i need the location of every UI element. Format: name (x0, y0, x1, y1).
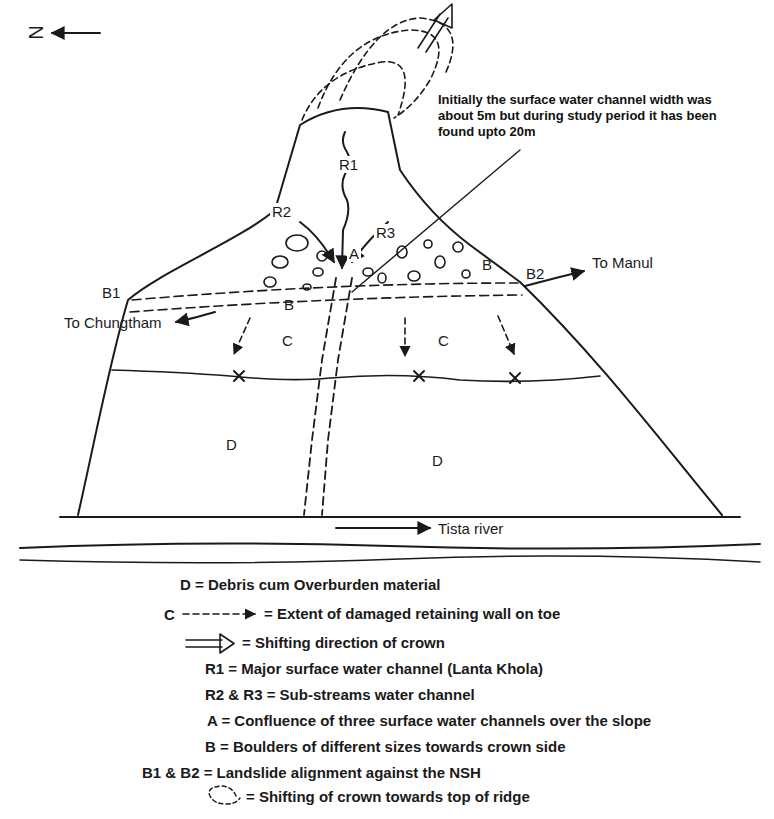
crown-direction-arrow (418, 4, 452, 52)
crown-shift (302, 62, 405, 120)
legend-sample-crown-curve (209, 786, 240, 804)
map-label: B1 (100, 284, 122, 301)
north-arrow (52, 32, 100, 34)
legend-entry: R2 & R3 = Sub-streams water channel (205, 686, 475, 704)
legend-entry: = Shifting direction of crown (242, 634, 445, 652)
nsh-alignment (132, 283, 518, 300)
x-marks (234, 371, 520, 383)
map-label: C (436, 332, 451, 349)
map-label: A (347, 245, 361, 262)
legend-entry: = Extent of damaged retaining wall on to… (264, 605, 560, 623)
map-label: C (280, 332, 295, 349)
river-bank (20, 543, 760, 548)
map-label: B2 (524, 265, 546, 282)
legend-entry: R1 = Major surface water channel (Lanta … (205, 660, 543, 678)
damage-arrow (234, 318, 250, 354)
legend-entry: D = Debris cum Overburden material (180, 576, 441, 594)
map-label: B (480, 256, 494, 273)
map-label: D (430, 452, 445, 469)
legend-entry: A = Confluence of three surface water ch… (207, 712, 651, 730)
channel-edge (304, 278, 336, 515)
map-label: D (224, 436, 239, 453)
legend-entry: B = Boulders of different sizes towards … (205, 738, 566, 756)
legend-entry: = Shifting of crown towards top of ridge (246, 788, 530, 806)
river-bank (20, 556, 760, 563)
map-label: Tista river (436, 520, 505, 537)
crown-shift (340, 18, 453, 100)
boulders (264, 235, 470, 290)
map-label: R2 (270, 203, 293, 220)
map-label: B (282, 296, 296, 313)
map-label: To Chungtham (62, 314, 164, 331)
legend-sample-hollow-arrow (186, 634, 234, 653)
damage-arrow (498, 316, 514, 354)
stream-r2 (300, 222, 334, 262)
damage-arrow (404, 318, 406, 356)
legend-entry: B1 & B2 = Landslide alignment against th… (142, 764, 481, 782)
map-label: To Manul (590, 254, 655, 271)
slope-outline (78, 108, 722, 515)
retaining-wall-line (112, 370, 600, 381)
map-label: C (164, 606, 175, 624)
river-flow-arrow (336, 527, 430, 529)
map-label: R3 (374, 224, 397, 241)
legend-sample-dashed-arrow (183, 613, 255, 615)
map-label: N (27, 23, 44, 41)
nsh-alignment (130, 295, 522, 312)
road-arrow (176, 312, 215, 322)
slope-base (60, 516, 740, 518)
leader-line (352, 150, 520, 292)
channel-edge (322, 278, 352, 515)
callout-note: Initially the surface water channel widt… (436, 92, 720, 140)
map-label: R1 (337, 156, 360, 173)
